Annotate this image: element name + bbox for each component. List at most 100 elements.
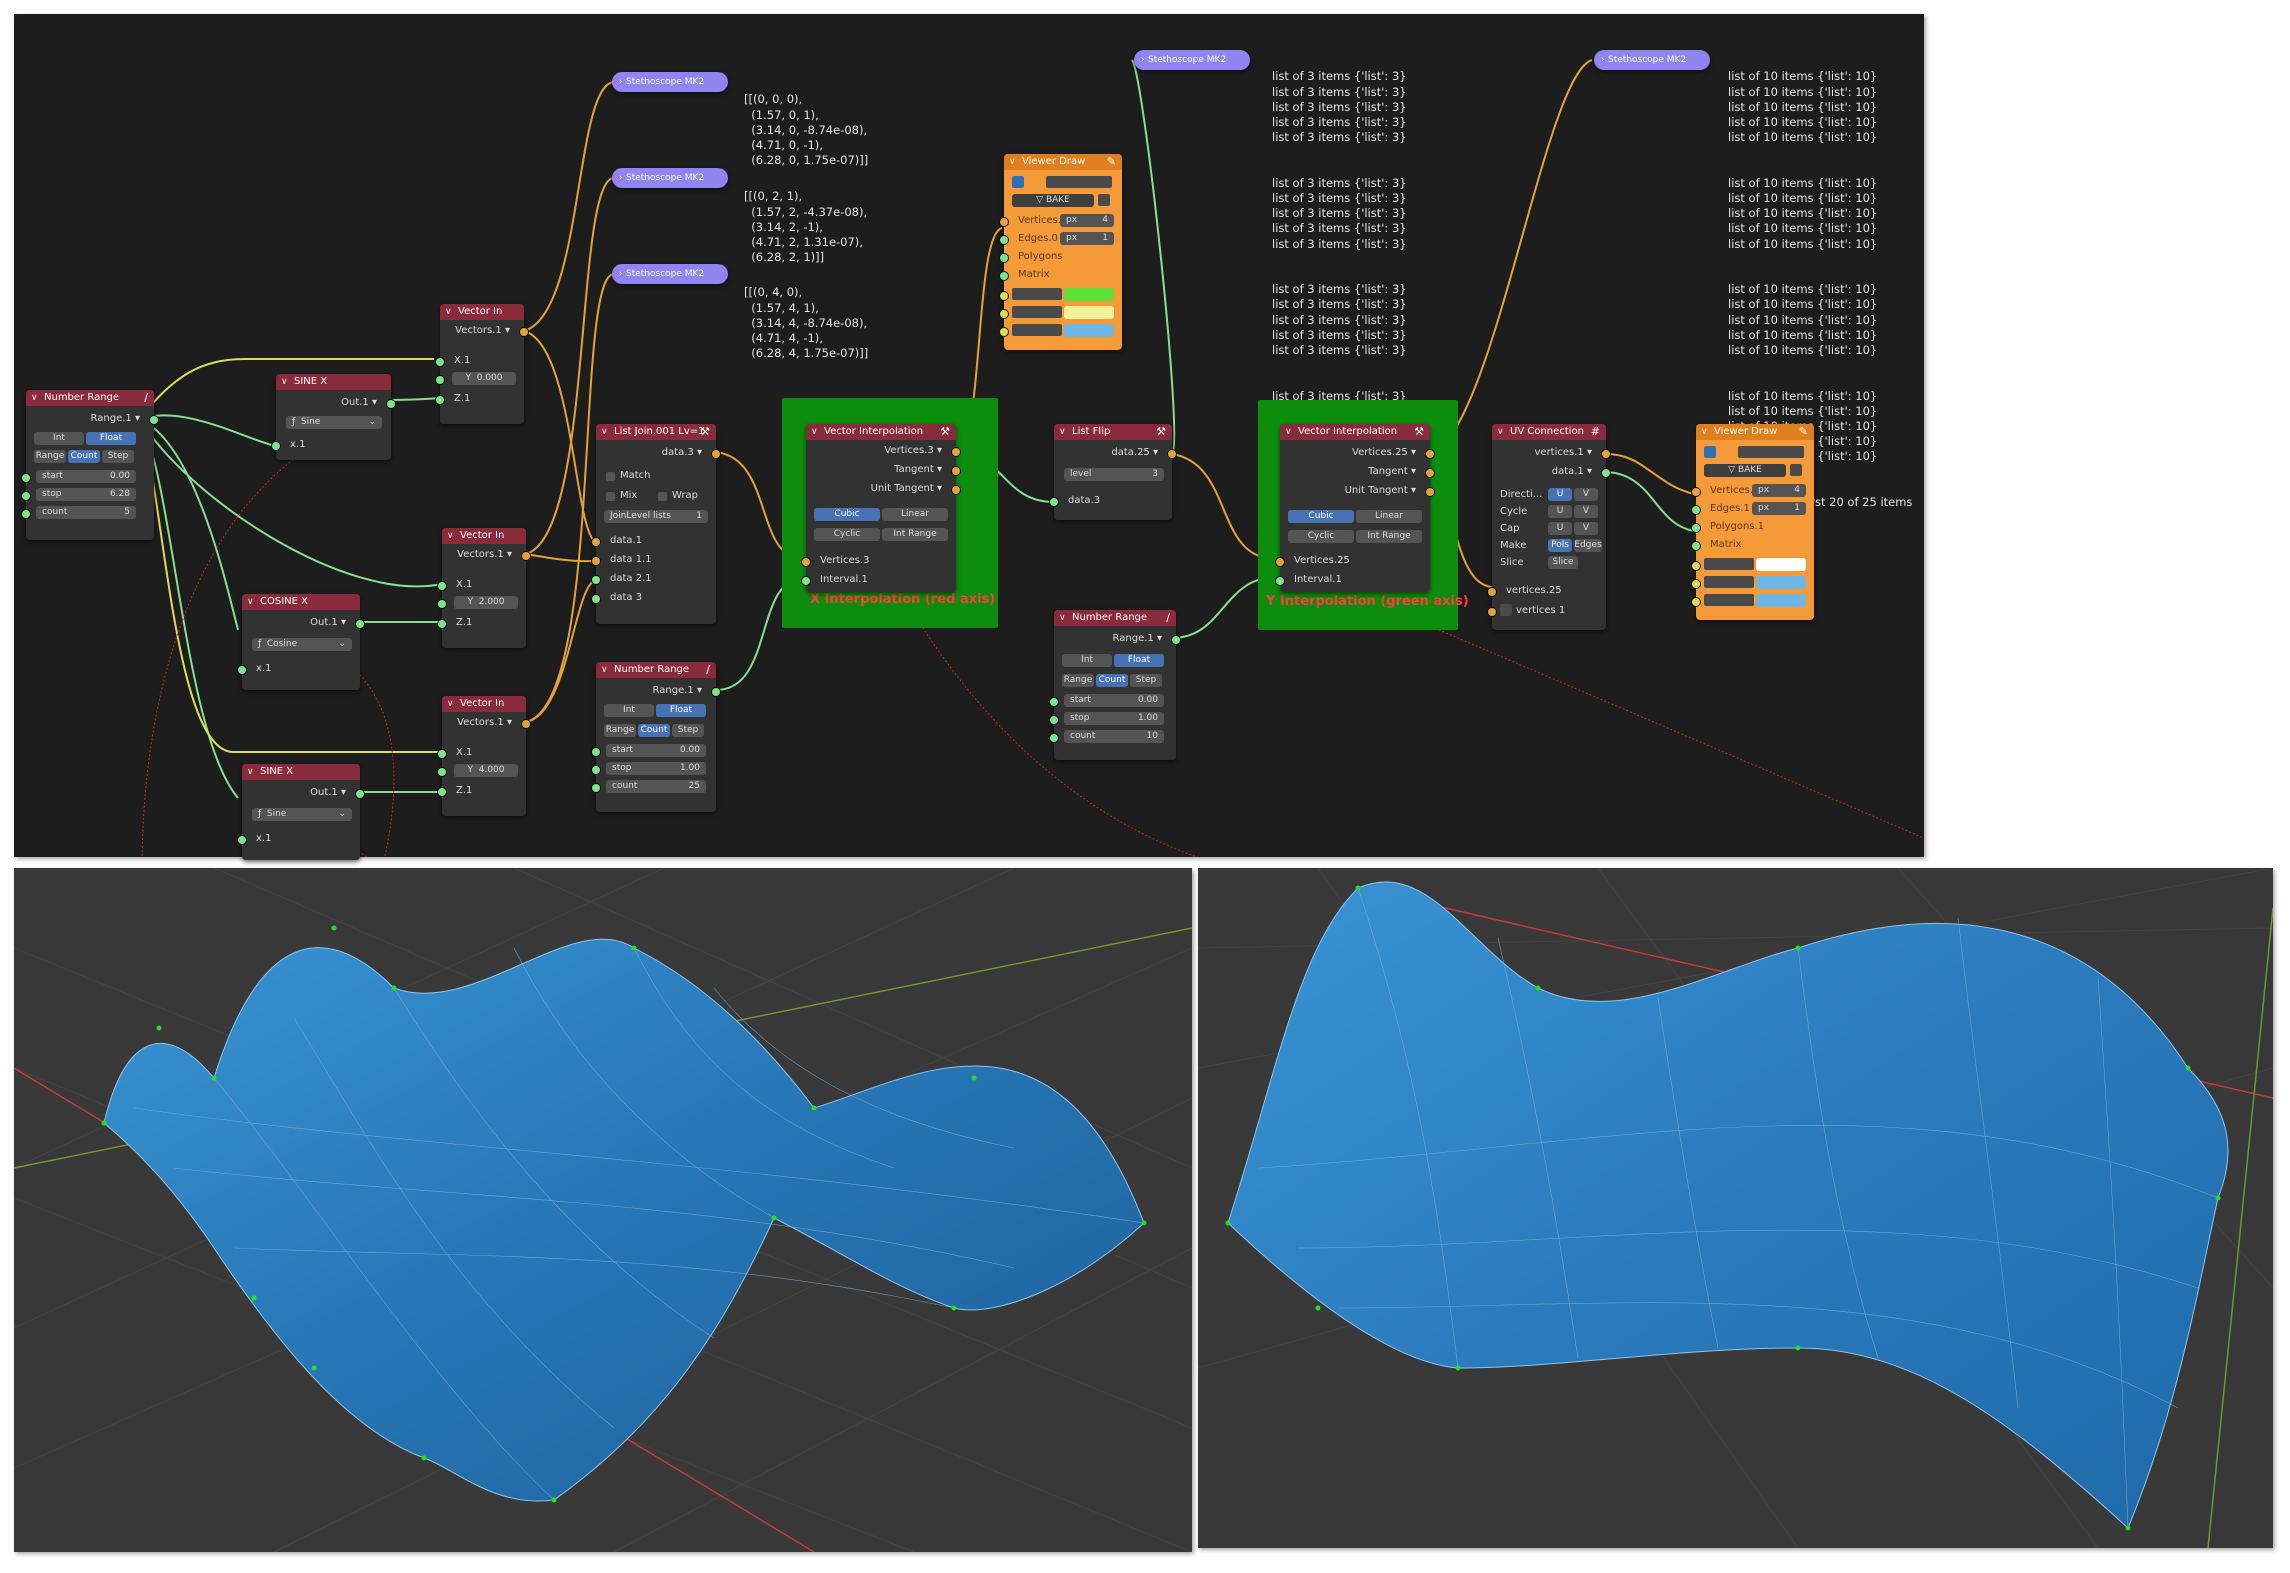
output-socket[interactable] <box>951 466 961 476</box>
cyclic-toggle[interactable]: Cyclic <box>814 528 880 541</box>
function-dropdown[interactable]: ƒ Sine⌄ <box>286 416 382 429</box>
wrap-checkbox[interactable] <box>658 492 667 501</box>
int-range-toggle[interactable]: Int Range <box>1356 530 1422 543</box>
stethoscope-node[interactable]: Stethoscope MK2 <box>612 168 728 188</box>
vector-interpolation-node[interactable]: Vector Interpolation⚒ Vertices.25 ▾ Tang… <box>1275 424 1435 592</box>
number-range-node[interactable]: Number Range∕ Range.1 ▾ Int Float Range … <box>591 662 721 812</box>
input-socket[interactable] <box>1049 697 1059 707</box>
count-mode-button[interactable]: Count <box>1096 674 1128 687</box>
input-socket[interactable] <box>237 835 247 845</box>
node-header[interactable]: COSINE X <box>242 594 360 610</box>
bake-options-icon[interactable] <box>1790 464 1802 476</box>
direction-u-button[interactable]: U <box>1548 488 1572 501</box>
node-editor[interactable]: Number Range∕ Range.1 ▾ Int Float Range … <box>14 14 1924 860</box>
make-edges-button[interactable]: Edges <box>1574 539 1602 552</box>
output-socket[interactable] <box>521 719 531 729</box>
cap-v-button[interactable]: V <box>1574 522 1598 535</box>
input-socket[interactable] <box>437 599 447 609</box>
number-range-node[interactable]: Number Range∕ Range.1 ▾ Int Float Range … <box>1049 610 1181 760</box>
count-mode-button[interactable]: Count <box>638 724 670 737</box>
match-checkbox[interactable] <box>606 472 615 481</box>
output-socket[interactable] <box>711 449 721 459</box>
input-socket[interactable] <box>801 576 811 586</box>
input-socket[interactable] <box>437 787 447 797</box>
output-socket[interactable] <box>1425 487 1435 497</box>
tool-icon[interactable]: ⚒ <box>1414 425 1424 438</box>
input-socket[interactable] <box>999 309 1009 319</box>
output-socket[interactable] <box>1167 449 1177 459</box>
vector-interpolation-node[interactable]: Vector Interpolation⚒ Vertices.3 ▾ Tange… <box>801 424 961 592</box>
step-mode-button[interactable]: Step <box>1130 674 1162 687</box>
vertex-color-swatch[interactable] <box>1756 558 1806 571</box>
cyclic-toggle[interactable]: Cyclic <box>1288 530 1354 543</box>
input-socket[interactable] <box>591 765 601 775</box>
input-socket[interactable] <box>591 537 601 547</box>
stethoscope-node[interactable]: Stethoscope MK2 <box>1134 50 1250 70</box>
vertex-display-icon[interactable] <box>1012 288 1062 300</box>
vertex-display-icon[interactable] <box>1704 558 1754 570</box>
input-socket[interactable] <box>271 441 281 451</box>
node-header[interactable]: Number Range∕ <box>1054 610 1176 626</box>
tool-icon[interactable]: ⚒ <box>940 425 950 438</box>
bake-options-icon[interactable] <box>1098 194 1110 206</box>
input-socket[interactable] <box>237 665 247 675</box>
node-header[interactable]: Vector In <box>442 528 526 544</box>
face-color-swatch[interactable] <box>1064 324 1114 337</box>
function-dropdown[interactable]: ƒ Sine⌄ <box>252 808 352 821</box>
vertex-color-swatch[interactable] <box>1064 288 1114 301</box>
input-socket[interactable] <box>1691 541 1701 551</box>
cycle-u-button[interactable]: U <box>1548 505 1572 518</box>
node-header[interactable]: Vector Interpolation⚒ <box>1280 424 1430 440</box>
node-header[interactable]: SINE X <box>242 764 360 780</box>
input-socket[interactable] <box>435 395 445 405</box>
face-display-icon[interactable] <box>1704 594 1754 606</box>
3d-viewport-left[interactable] <box>14 868 1192 1552</box>
input-socket[interactable] <box>21 509 31 519</box>
y-field[interactable]: Y 4.000 <box>454 764 518 777</box>
cubic-mode-button[interactable]: Cubic <box>1288 510 1354 523</box>
range-mode-button[interactable]: Range <box>34 450 66 463</box>
stethoscope-node[interactable]: Stethoscope MK2 <box>1594 50 1710 70</box>
cubic-mode-button[interactable]: Cubic <box>814 508 880 521</box>
pencil-icon[interactable]: ∕ <box>706 663 710 676</box>
input-socket[interactable] <box>437 619 447 629</box>
input-socket[interactable] <box>999 253 1009 263</box>
input-socket[interactable] <box>1487 587 1497 597</box>
pencil-icon[interactable]: ✎ <box>1798 425 1808 438</box>
range-mode-button[interactable]: Range <box>1062 674 1094 687</box>
linear-mode-button[interactable]: Linear <box>1356 510 1422 523</box>
output-socket[interactable] <box>355 619 365 629</box>
cosine-x-node[interactable]: COSINE X Out.1 ▾ ƒ Cosine⌄ x.1 <box>237 594 365 690</box>
input-socket[interactable] <box>1691 505 1701 515</box>
display-options-icon[interactable] <box>1046 176 1112 188</box>
input-socket[interactable] <box>1691 561 1701 571</box>
node-header[interactable]: SINE X <box>276 374 391 390</box>
int-toggle[interactable]: Int <box>1062 654 1112 667</box>
input-socket[interactable] <box>1691 523 1701 533</box>
output-socket[interactable] <box>1171 635 1181 645</box>
node-header[interactable]: Number Range∕ <box>596 662 716 678</box>
input-socket[interactable] <box>591 594 601 604</box>
output-socket[interactable] <box>355 789 365 799</box>
node-header[interactable]: Vector In <box>440 304 524 320</box>
vector-in-node[interactable]: Vector In Vectors.1 ▾ X.1 Y 4.000 Z.1 <box>437 696 531 816</box>
input-socket[interactable] <box>435 357 445 367</box>
eye-icon[interactable] <box>1704 446 1716 458</box>
input-socket[interactable] <box>1049 715 1059 725</box>
input-socket[interactable] <box>437 749 447 759</box>
mix-checkbox[interactable] <box>606 492 615 501</box>
range-mode-button[interactable]: Range <box>604 724 636 737</box>
node-header[interactable]: Number Range∕ <box>26 390 154 406</box>
pencil-icon[interactable]: ✎ <box>1106 155 1116 168</box>
list-join-node[interactable]: List Join.001 Lv=1⚒ data.3 ▾ Match Mix W… <box>591 424 721 624</box>
uv-connection-node[interactable]: UV Connection# vertices.1 ▾ data.1 ▾ Dir… <box>1487 424 1611 630</box>
stethoscope-node[interactable]: Stethoscope MK2 <box>612 264 728 284</box>
